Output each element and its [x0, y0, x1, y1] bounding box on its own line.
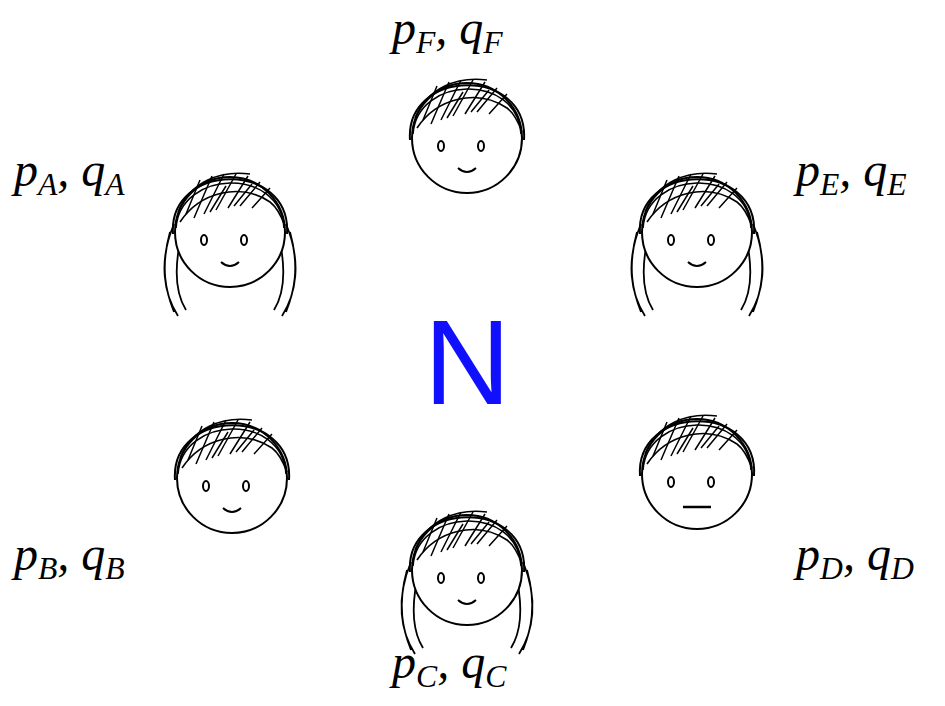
variable-label: pA, qA	[14, 146, 125, 194]
variable-label: pF, qF	[392, 4, 503, 52]
center-letter: N	[424, 302, 511, 422]
face-d	[640, 415, 754, 529]
variable-label: pE, qE	[796, 146, 907, 194]
face-b	[175, 419, 289, 533]
face-a	[164, 173, 295, 316]
variable-label: pD, qD	[796, 530, 914, 578]
variable-label: pB, qB	[14, 530, 125, 578]
face-e	[631, 173, 762, 316]
face-c	[401, 511, 532, 654]
face-f	[410, 79, 524, 193]
variable-label: pC, qC	[392, 638, 506, 686]
